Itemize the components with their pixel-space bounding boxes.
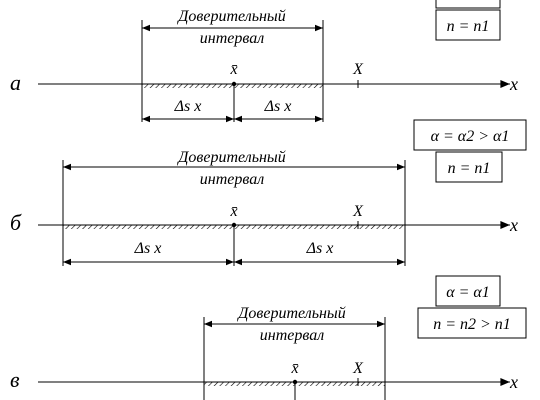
row-a: а Доверительный интервал x x̄ X Δs x Δs … (10, 0, 518, 123)
delta-left-label: Δs x (134, 240, 162, 257)
param-box-top (435, 0, 501, 9)
mean-label: x̄ (229, 61, 237, 78)
param-box-line1: α = α1 (446, 284, 490, 301)
param-box-bottom (435, 151, 503, 183)
mean-label: x̄ (229, 203, 237, 220)
param-box-top (413, 119, 527, 151)
interval-label-line2: интервал (200, 30, 264, 47)
true-value-label: X (352, 360, 364, 377)
mean-label: x̄ (290, 360, 298, 377)
row-letter: а (10, 70, 21, 95)
delta-left-label: Δs x (174, 98, 202, 115)
param-box-line2: n = n1 (448, 160, 491, 177)
param-box-top (435, 275, 501, 307)
row-b: б Доверительный интервал x x̄ X Δs x Δs … (10, 119, 527, 266)
interval-label-line2: интервал (260, 327, 324, 344)
param-box-bottom (435, 9, 501, 41)
interval-label-line1: Доверительный (176, 149, 286, 166)
row-c: в Доверительный интервал x x̄ X α = α1 n… (10, 275, 527, 400)
row-letter: в (10, 367, 20, 392)
interval-label-line1: Доверительный (236, 305, 346, 322)
axis-label: x (509, 215, 518, 235)
interval-hatch (142, 84, 323, 88)
param-box-line1: α = α2 > α1 (431, 128, 510, 145)
param-box-line2: n = n2 > n1 (433, 316, 511, 333)
row-letter: б (10, 210, 22, 235)
delta-right-label: Δs x (306, 240, 334, 257)
interval-label-line1: Доверительный (176, 8, 286, 25)
interval-label-line2: интервал (200, 171, 264, 188)
param-box-bottom (417, 307, 527, 339)
true-value-label: X (352, 61, 364, 78)
delta-right-label: Δs x (264, 98, 292, 115)
true-value-label: X (352, 203, 364, 220)
axis-label: x (509, 74, 518, 94)
param-box-line2: n = n1 (447, 18, 490, 35)
axis-label: x (509, 372, 518, 392)
